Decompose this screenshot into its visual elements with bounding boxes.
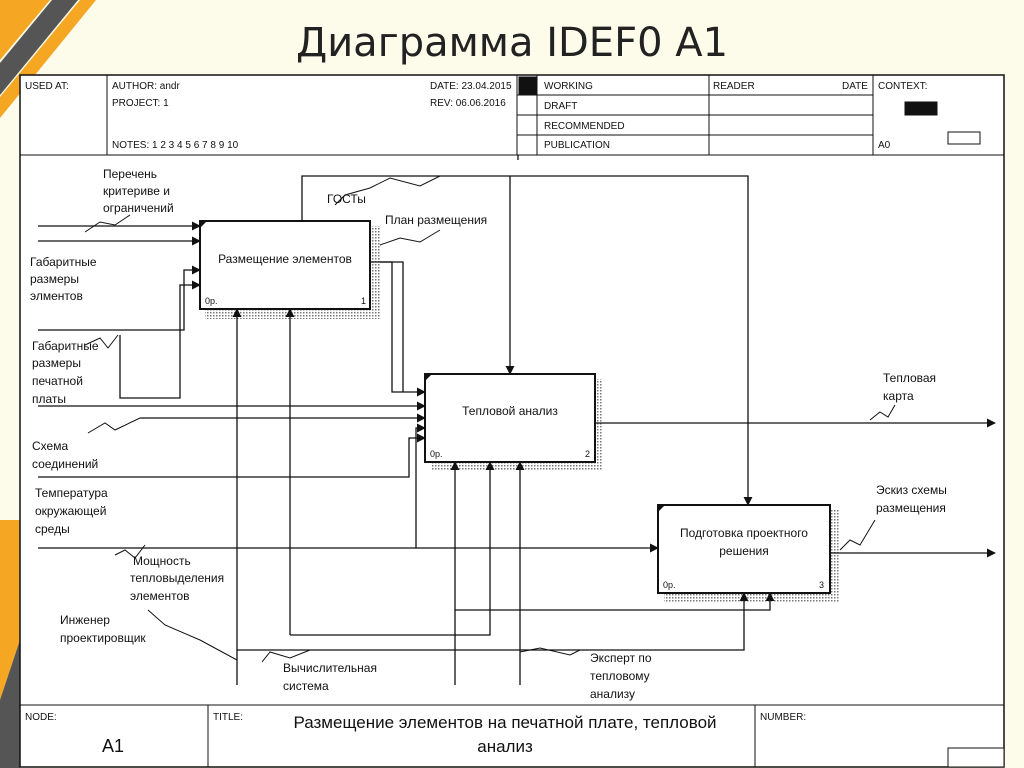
box2-number: 2: [585, 449, 590, 459]
label-board-dims-2: размеры: [32, 356, 81, 370]
label-board-dims-1: Габаритные: [32, 339, 99, 353]
label-computer-1: Вычислительная: [283, 661, 377, 675]
label-sketch-1: Эскиз схемы: [876, 483, 947, 497]
date-label: DATE: 23.04.2015: [430, 81, 512, 92]
status-publication: PUBLICATION: [544, 140, 610, 151]
label-expert-2: тепловому: [590, 669, 650, 683]
status-draft: DRAFT: [544, 101, 577, 112]
box3-number: 3: [819, 580, 824, 590]
reader-date-label: DATE: [842, 81, 868, 92]
label-scheme-2: соединений: [32, 457, 98, 471]
arrow-temperature-to-box2: [38, 433, 426, 478]
arrow-gost-to-box1-box3: [301, 175, 753, 506]
node-value: A1: [102, 736, 124, 756]
box1-title: Размещение элементов: [218, 252, 352, 266]
diagram-title-line2: анализ: [477, 737, 533, 756]
label-power-1: Мощность: [133, 554, 191, 568]
label-board-dims-3: печатной: [32, 374, 83, 388]
label-gosts: ГОСТы: [327, 192, 366, 206]
label-elem-dims-1: Габаритные: [30, 255, 97, 269]
label-power-2: тепловыделения: [130, 571, 224, 585]
arrow-engineer-to-box3: [237, 592, 749, 651]
author-label: AUTHOR: andr: [112, 81, 180, 92]
box1-ref: 0р.: [205, 296, 218, 306]
project-label: PROJECT: 1: [112, 98, 169, 109]
box2-ref: 0р.: [430, 449, 443, 459]
activity-box-1: Размещение элементов 0р. 1: [199, 220, 371, 310]
label-expert-3: анализу: [590, 687, 635, 701]
title-label: TITLE:: [213, 712, 243, 723]
arrow-board-dims-branch: [119, 280, 201, 399]
notes-label: NOTES: 1 2 3 4 5 6 7 8 9 10: [112, 140, 239, 151]
arrow-power-to-box2: [38, 423, 426, 549]
node-label: NODE:: [25, 712, 57, 723]
box3-title-line1: Подготовка проектного: [680, 526, 808, 540]
arrow-computer-to-box2: [290, 461, 495, 636]
arrows: [38, 155, 996, 685]
label-elem-dims-2: размеры: [30, 272, 79, 286]
used-at-label: USED AT:: [25, 81, 69, 92]
context-label: CONTEXT:: [878, 81, 927, 92]
context-node: A0: [878, 140, 891, 151]
label-sketch-2: размещения: [876, 501, 946, 515]
slide-title: Диаграмма IDEF0 A1: [295, 20, 729, 66]
diagram-title-line1: Размещение элементов на печатной плате, …: [293, 713, 716, 732]
arrow-mech-to-box3: [455, 592, 775, 611]
activity-box-2: Тепловой анализ 0р. 2: [424, 373, 596, 463]
number-label: NUMBER:: [760, 712, 806, 723]
label-expert-1: Эксперт по: [590, 651, 652, 665]
box3-title-line2: решения: [719, 544, 768, 558]
label-scheme-1: Схема: [32, 439, 68, 453]
label-elem-dims-3: элментов: [30, 289, 83, 303]
status-recommended: RECOMMENDED: [544, 121, 625, 132]
label-power-3: элементов: [130, 589, 190, 603]
label-criteria-1: Перечень: [103, 167, 157, 181]
rev-label: REV: 06.06.2016: [430, 98, 506, 109]
label-criteria-2: критериве и: [103, 184, 170, 198]
label-computer-2: система: [283, 679, 329, 693]
label-leaders: [84, 175, 896, 663]
arrow-board-dims-to-box1: [38, 265, 201, 331]
arrow-box1-output-branch: [380, 261, 404, 392]
box3-ref: 0р.: [663, 580, 676, 590]
label-thermal-map-2: карта: [883, 389, 914, 403]
label-temperature-2: окружающей: [35, 504, 106, 518]
reader-label: READER: [713, 81, 755, 92]
label-engineer-1: Инженер: [60, 613, 110, 627]
label-board-dims-4: платы: [32, 392, 66, 406]
label-placement-plan: План размещения: [385, 213, 487, 227]
footer-block: [20, 704, 1005, 768]
label-thermal-map-1: Тепловая: [883, 371, 936, 385]
box1-number: 1: [361, 296, 366, 306]
label-criteria-3: ограничений: [103, 201, 174, 215]
label-engineer-2: проектировщик: [60, 631, 146, 645]
header-block: [20, 75, 1004, 156]
label-temperature-3: среды: [35, 522, 70, 536]
label-temperature-1: Температура: [35, 486, 108, 500]
box2-title: Тепловой анализ: [462, 404, 558, 418]
activity-box-3: Подготовка проектного решения 0р. 3: [657, 504, 831, 594]
status-working: WORKING: [544, 81, 593, 92]
